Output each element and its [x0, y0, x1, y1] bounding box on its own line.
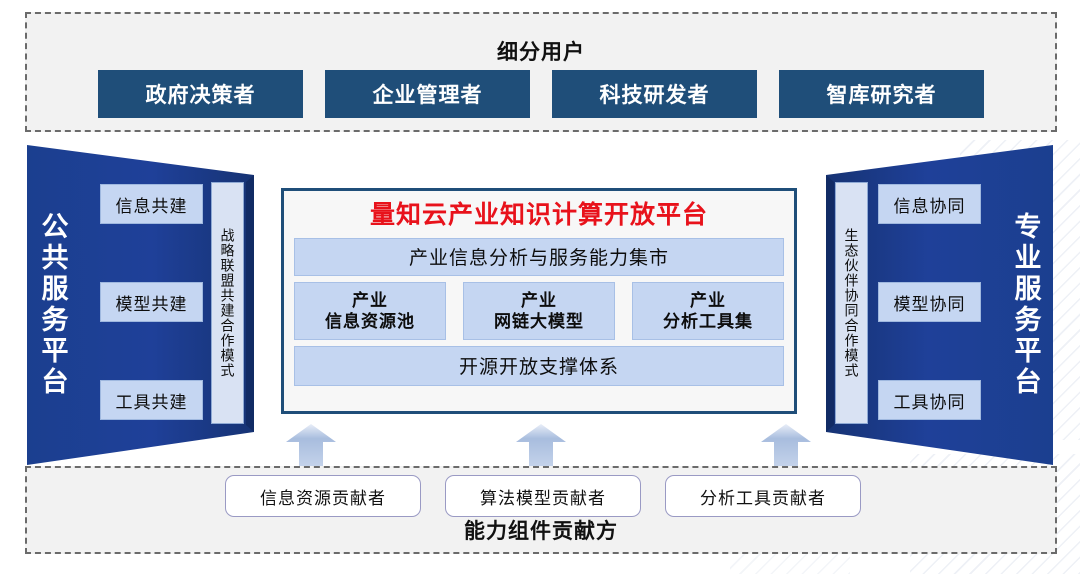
user-chip-enterprise[interactable]: 企业管理者: [325, 70, 530, 118]
marketplace-label: 产业信息分析与服务能力集市: [408, 248, 669, 270]
wing-item-info-collab[interactable]: 信息协同: [878, 184, 981, 224]
platform-title: 量知云产业知识计算开放平台: [369, 201, 708, 229]
arrow-up-left-icon: [286, 424, 336, 466]
contributor-chip-analysis-tool[interactable]: 分析工具贡献者: [665, 475, 861, 517]
user-chip-government[interactable]: 政府决策者: [98, 70, 303, 118]
contributor-chip-row: 信息资源贡献者 算法模型贡献者 分析工具贡献者: [225, 475, 905, 517]
ecosystem-partner-mode-strip: 生态伙伴协同合作模式: [835, 182, 868, 424]
user-chip-researcher[interactable]: 科技研发者: [552, 70, 757, 118]
public-service-platform-title: 公共服务平台: [37, 212, 68, 398]
user-chip-label: 科技研发者: [599, 84, 710, 107]
wing-item-label: 工具协同: [893, 392, 966, 412]
capability-box-info-resource-pool[interactable]: 产业 信息资源池: [294, 281, 446, 340]
contributor-chip-label: 信息资源贡献者: [260, 488, 386, 508]
user-chip-thinktank[interactable]: 智库研究者: [779, 70, 984, 118]
marketplace-bar[interactable]: 产业信息分析与服务能力集市: [294, 237, 784, 276]
wing-item-tool-collab[interactable]: 工具协同: [878, 380, 981, 420]
capability-box-analysis-toolkit[interactable]: 产业 分析工具集: [632, 281, 784, 340]
segment-users-title: 细分用户: [497, 41, 585, 64]
wing-item-label: 模型共建: [115, 294, 188, 314]
wing-item-label: 模型协同: [893, 294, 966, 314]
public-service-platform-wing: 公共服务平台 信息共建 模型共建 工具共建 战略联盟共建合作模式: [22, 140, 277, 470]
opensource-foundation-bar[interactable]: 开源开放支撑体系: [294, 345, 784, 386]
public-service-item-list: 信息共建 模型共建 工具共建: [100, 184, 203, 420]
wing-item-label: 工具共建: [115, 392, 188, 412]
contributor-chip-algorithm-model[interactable]: 算法模型贡献者: [445, 475, 641, 517]
capability-box-network-large-model[interactable]: 产业 网链大模型: [463, 281, 615, 340]
contributor-chip-label: 算法模型贡献者: [480, 488, 606, 508]
strategic-alliance-mode-strip: 战略联盟共建合作模式: [211, 182, 244, 424]
contributor-chip-label: 分析工具贡献者: [700, 488, 826, 508]
arrow-up-right-icon: [761, 424, 811, 466]
wing-item-info-cobuild[interactable]: 信息共建: [100, 184, 203, 224]
capability-line-1: 产业: [690, 290, 726, 310]
platform-panel: 量知云产业知识计算开放平台 产业信息分析与服务能力集市 产业 信息资源池 产业 …: [281, 188, 797, 414]
capability-line-1: 产业: [352, 290, 388, 310]
professional-service-platform-title: 专业服务平台: [1010, 212, 1041, 398]
contributors-title: 能力组件贡献方: [464, 520, 618, 543]
capability-line-1: 产业: [521, 290, 557, 310]
capability-line-2: 分析工具集: [663, 311, 753, 331]
segment-users-chip-row: 政府决策者 企业管理者 科技研发者 智库研究者: [33, 70, 1049, 118]
wing-item-model-collab[interactable]: 模型协同: [878, 282, 981, 322]
user-chip-label: 智库研究者: [826, 84, 937, 107]
wing-item-label: 信息共建: [115, 196, 188, 216]
arrow-up-middle-icon: [516, 424, 566, 466]
professional-service-platform-wing: 生态伙伴协同合作模式 信息协同 模型协同 工具协同 专业服务平台: [803, 140, 1058, 470]
opensource-foundation-label: 开源开放支撑体系: [458, 357, 619, 379]
capability-line-2: 信息资源池: [325, 311, 415, 331]
capability-line-2: 网链大模型: [494, 311, 584, 331]
user-chip-label: 企业管理者: [372, 84, 483, 107]
wing-item-model-cobuild[interactable]: 模型共建: [100, 282, 203, 322]
contributor-chip-info-resource[interactable]: 信息资源贡献者: [225, 475, 421, 517]
professional-service-item-list: 信息协同 模型协同 工具协同: [878, 184, 981, 420]
capability-row: 产业 信息资源池 产业 网链大模型 产业 分析工具集: [294, 281, 784, 340]
wing-item-label: 信息协同: [893, 196, 966, 216]
wing-item-tool-cobuild[interactable]: 工具共建: [100, 380, 203, 420]
user-chip-label: 政府决策者: [145, 84, 256, 107]
